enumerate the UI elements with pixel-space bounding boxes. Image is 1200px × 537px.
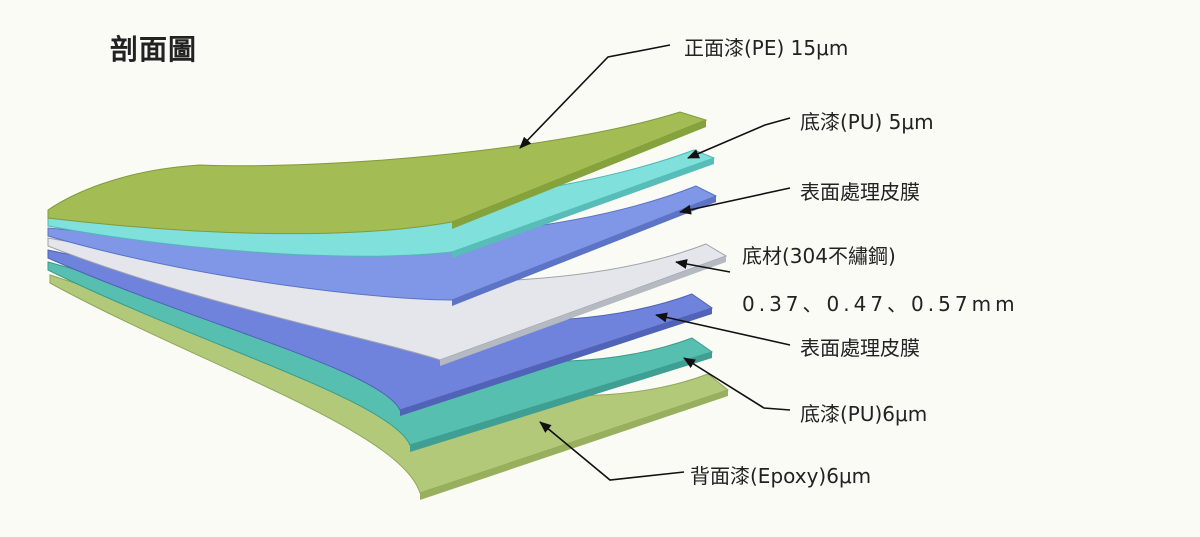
layer-back-epoxy-edge <box>420 390 728 500</box>
label-pu-primer-bottom: 底漆(PU)6μm <box>800 402 928 426</box>
label-steel-substrate: 底材(304不繡鋼) <box>742 244 896 268</box>
label-thickness-note: 0.37、0.47、0.57mm <box>742 292 1019 316</box>
leader-steel-substrate <box>675 259 731 273</box>
layer-steel-substrate-edge <box>440 256 726 366</box>
label-pu-primer-top: 底漆(PU) 5μm <box>800 110 934 134</box>
layer-pe-topcoat <box>47 111 708 235</box>
leader-surface-film-bottom <box>655 312 791 346</box>
layer-surface-film-bottom-edge <box>400 308 712 416</box>
label-back-epoxy: 背面漆(Epoxy)6μm <box>690 464 872 488</box>
leader-pu-primer-bottom <box>683 357 791 411</box>
layer-pe-topcoat-edge <box>452 120 706 229</box>
leader-back-epoxy <box>539 421 685 481</box>
label-surface-film-top: 表面處理皮膜 <box>800 180 920 204</box>
label-pe-topcoat: 正面漆(PE) 15μm <box>684 36 849 60</box>
diagram-title: 剖面圖 <box>110 33 198 66</box>
leader-pe-topcoat <box>519 44 671 149</box>
layer-pu-primer-top-edge <box>452 158 714 258</box>
label-surface-film-bottom: 表面處理皮膜 <box>800 336 920 360</box>
layer-surface-film-top-edge <box>452 196 716 306</box>
layer-pu-primer-bottom-edge <box>410 352 712 452</box>
leader-surface-film-top <box>679 187 791 215</box>
leader-pu-primer-top <box>687 117 791 159</box>
